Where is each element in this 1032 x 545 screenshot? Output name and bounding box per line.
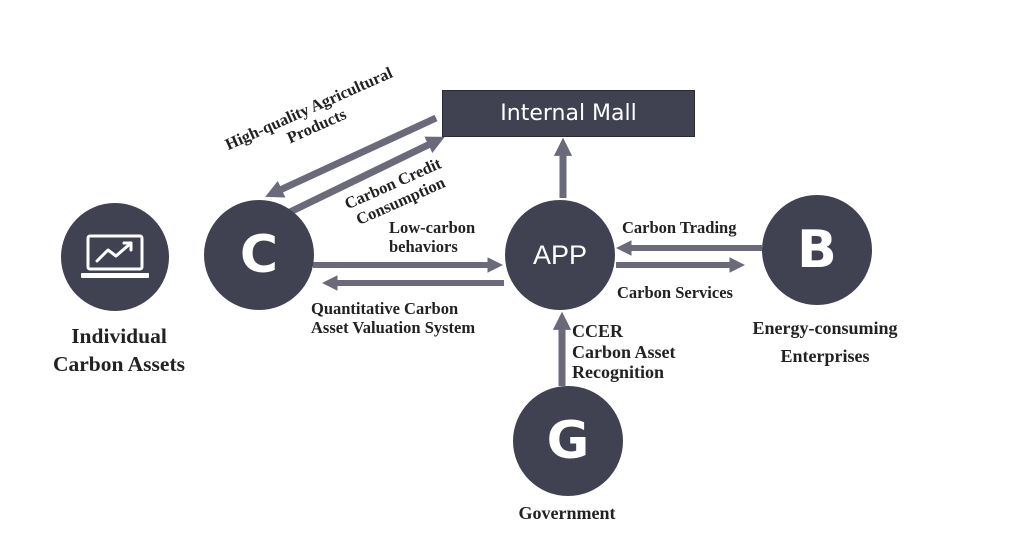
label-government-to-app: CCER Carbon Asset Recognition — [572, 321, 676, 383]
individual-assets-label-line1: Individual — [71, 324, 167, 348]
label-consumer-to-app-line1: Low-carbon — [389, 218, 476, 237]
internal-mall-box: Internal Mall — [442, 90, 695, 137]
government-node-letter: G — [546, 411, 590, 471]
label-app-to-consumer: Quantitative Carbon Asset Valuation Syst… — [311, 299, 476, 338]
individual-assets-label-line2: Carbon Assets — [52, 351, 185, 376]
label-business-to-app: Carbon Trading — [622, 218, 737, 237]
arrow-mall-to-consumer — [265, 114, 438, 198]
app-node-label: APP — [532, 239, 588, 270]
trend-chart-monitor-icon — [81, 234, 149, 278]
label-government-to-app-line2: Carbon Asset — [572, 341, 676, 362]
label-government-to-app-line1: CCER — [572, 321, 624, 341]
business-label: Energy-consuming Enterprises — [732, 315, 918, 371]
individual-assets-node — [61, 203, 169, 311]
business-node-letter: B — [797, 220, 837, 280]
label-app-to-business: Carbon Services — [617, 283, 733, 302]
label-consumer-to-app-line2: behaviors — [389, 236, 458, 256]
label-app-to-consumer-line2: Asset Valuation System — [311, 317, 476, 337]
app-node: APP — [505, 200, 615, 310]
individual-assets-label: Individual Carbon Assets — [36, 323, 202, 379]
business-node: B — [762, 195, 872, 305]
government-label: Government — [518, 503, 616, 523]
business-label-line1: Energy-consuming — [752, 318, 898, 338]
business-label-line2: Enterprises — [780, 345, 870, 366]
label-app-to-consumer-line1: Quantitative Carbon — [311, 299, 459, 318]
consumer-node-letter: C — [239, 225, 279, 285]
label-consumer-to-app: Low-carbon behaviors — [389, 218, 476, 257]
government-node: G — [513, 386, 623, 496]
arrow-consumer-to-mall — [288, 136, 445, 216]
label-government-to-app-line3: Recognition — [572, 362, 664, 383]
consumer-node: C — [204, 200, 314, 310]
